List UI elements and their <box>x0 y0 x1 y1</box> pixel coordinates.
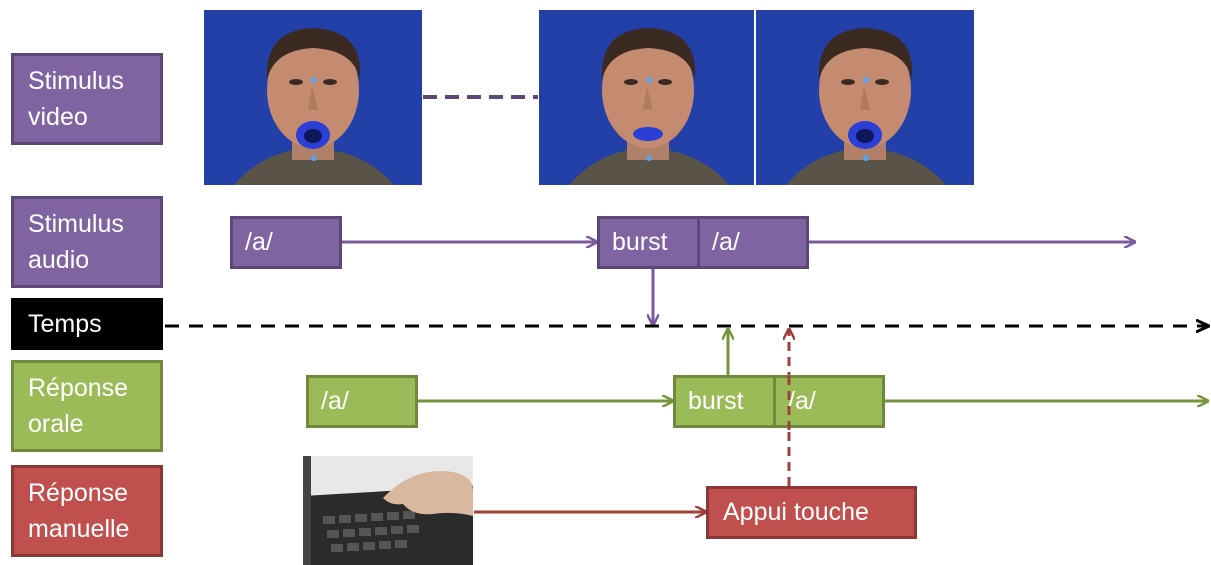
video-frame-2 <box>539 10 757 185</box>
audio-segment-burst-text: burst <box>612 228 668 256</box>
row-label-reponse-orale: Réponse orale <box>11 360 163 452</box>
row-label-stimulus-video: Stimulus video <box>11 53 163 145</box>
audio-segment-a2: /a/ <box>697 216 809 269</box>
video-frame-3 <box>756 10 974 185</box>
audio-segment-a1: /a/ <box>230 216 342 269</box>
audio-segment-a2-text: /a/ <box>712 228 740 256</box>
row-label-stimulus-video-text: Stimulus video <box>28 67 124 131</box>
orale-segment-burst: burst <box>673 375 776 428</box>
orale-segment-a1-text: /a/ <box>321 387 349 415</box>
orale-segment-a2-text: /a/ <box>788 387 816 415</box>
keyboard-photo <box>303 456 473 565</box>
audio-segment-a1-text: /a/ <box>245 228 273 256</box>
row-label-reponse-orale-text: Réponse orale <box>28 374 129 438</box>
row-label-stimulus-audio: Stimulus audio <box>11 196 163 288</box>
video-frame-1 <box>204 10 422 185</box>
orale-segment-burst-text: burst <box>688 387 744 415</box>
keypress-event-box: Appui touche <box>706 486 917 539</box>
row-label-reponse-manuelle: Réponse manuelle <box>11 465 163 557</box>
orale-segment-a2: /a/ <box>773 375 885 428</box>
orale-segment-a1: /a/ <box>306 375 418 428</box>
row-label-temps-text: Temps <box>28 310 102 338</box>
row-label-temps: Temps <box>11 298 163 350</box>
audio-segment-burst: burst <box>597 216 700 269</box>
keypress-event-text: Appui touche <box>723 498 869 526</box>
row-label-reponse-manuelle-text: Réponse manuelle <box>28 479 130 543</box>
row-label-stimulus-audio-text: Stimulus audio <box>28 210 124 274</box>
